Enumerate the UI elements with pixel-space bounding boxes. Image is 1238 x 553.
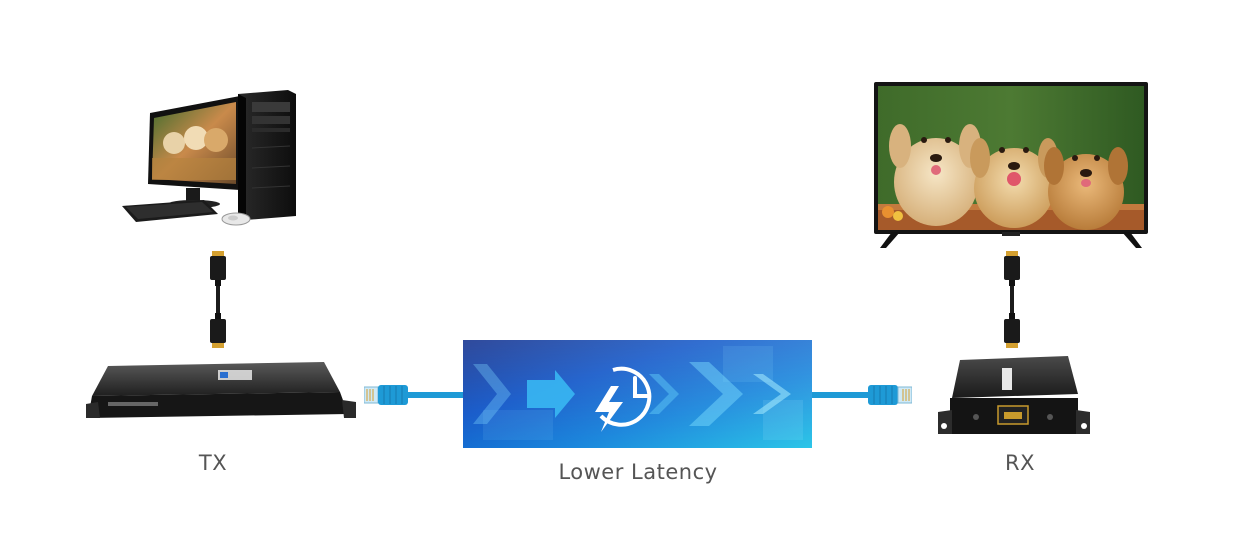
rx-label: RX (1005, 451, 1035, 475)
television-icon (874, 82, 1148, 248)
rx-device (938, 356, 1090, 434)
ethernet-connector-icon (364, 385, 464, 405)
desktop-computer-icon (122, 90, 296, 226)
hdmi-cable-icon (1004, 251, 1020, 348)
clock-lightning-icon (595, 366, 652, 432)
tx-device (86, 362, 356, 418)
latency-panel (463, 340, 812, 448)
latency-caption: Lower Latency (558, 460, 718, 484)
ethernet-connector-icon (812, 385, 912, 405)
tx-label: TX (198, 451, 228, 475)
hdmi-cable-icon (210, 251, 226, 348)
